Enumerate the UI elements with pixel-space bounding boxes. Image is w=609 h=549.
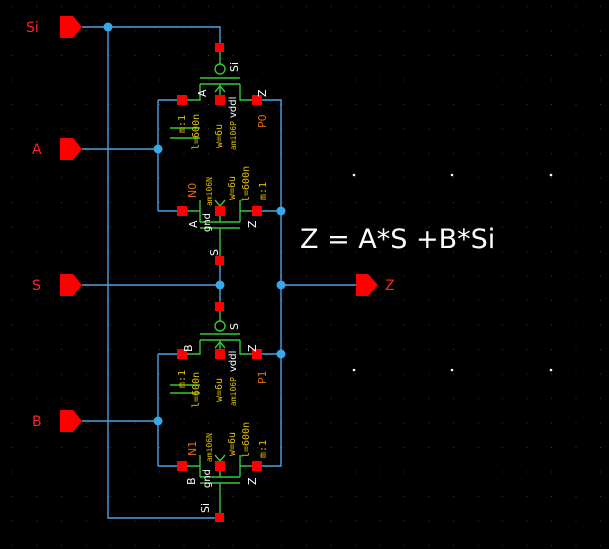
pin-n0-body <box>215 206 225 216</box>
n1-drain-label: Z <box>246 477 259 485</box>
pin-n0-drain <box>252 206 262 216</box>
nmos-n0[interactable]: A gnd Z S N0 ami06N w=6u l=600n m:1 <box>177 166 269 265</box>
p1-drain-label: Z <box>246 344 259 352</box>
p0-body-label: vddl <box>228 97 239 118</box>
pin-p1-source <box>177 349 187 359</box>
n0-l-param: l=600n <box>241 166 252 202</box>
wire-si-vertical[interactable] <box>107 27 220 519</box>
n1-w-param: w=6u <box>227 432 238 456</box>
port-b-label: B <box>32 414 42 430</box>
pin-n1-drain <box>252 461 262 471</box>
n1-l-param: l=600n <box>241 422 252 458</box>
p0-model-param: ami06P <box>229 121 238 150</box>
n0-instance-name: N0 <box>186 183 199 198</box>
port-z[interactable]: Z <box>356 274 395 296</box>
n0-m-param: m:1 <box>258 182 269 200</box>
n1-instance-name: N1 <box>186 441 199 456</box>
port-s-label: S <box>32 278 41 294</box>
n1-m-param: m:1 <box>258 440 269 458</box>
p1-model-param: ami06P <box>229 377 238 406</box>
pin-p1-body <box>215 349 225 359</box>
p0-drain-label: Z <box>256 89 269 97</box>
nmos-n1[interactable]: B gnd Z Si N1 ami06N w=6u l=600n m:1 <box>177 422 269 522</box>
port-b[interactable]: B <box>32 410 82 432</box>
p1-instance-name: P1 <box>256 370 269 384</box>
equation-label: Z = A*S +B*Si <box>300 224 495 255</box>
p0-gate-label: Si <box>228 62 241 72</box>
pin-n0-source <box>177 206 187 216</box>
n0-drain-label: Z <box>246 220 259 228</box>
port-si-label: Si <box>26 20 39 36</box>
p1-gate-label: S <box>228 323 241 330</box>
p0-l-param: l=600n <box>191 114 202 150</box>
pin-n1-gate <box>215 513 224 522</box>
n1-model-param: ami06N <box>205 433 214 462</box>
n0-gate-label: S <box>208 249 221 256</box>
wires <box>82 26 356 519</box>
n1-body-label: gnd <box>202 469 213 488</box>
p1-source-label: B <box>182 344 195 352</box>
pin-n0-gate <box>215 256 224 265</box>
pin-p0-drain <box>252 95 262 105</box>
n1-gate-label: Si <box>199 503 212 513</box>
p1-body-label: vddl <box>228 351 239 372</box>
transmission-gate-1[interactable]: S B vddl Z m:1 l=600n w=6u ami06P P1 B g… <box>170 302 269 522</box>
n1-source-label: B <box>185 477 198 485</box>
transmission-gate-0[interactable]: Si A vddl Z m:1 l=600n w=6u ami06P P0 A … <box>170 43 269 265</box>
p0-w-param: w=6u <box>214 124 225 148</box>
n0-w-param: w=6u <box>227 176 238 200</box>
port-a-label: A <box>32 142 42 158</box>
pin-p0-body <box>215 95 225 105</box>
pin-n1-source <box>177 461 187 471</box>
pin-p1-drain <box>252 349 262 359</box>
port-z-label: Z <box>385 278 395 294</box>
pin-p1-gate <box>215 302 224 311</box>
p1-m-param: m:1 <box>177 370 188 388</box>
p0-m-param: m:1 <box>177 115 188 133</box>
n0-source-label: A <box>187 220 200 228</box>
wire-si-top[interactable] <box>82 26 221 48</box>
junction-dots <box>103 22 286 426</box>
p0-instance-name: P0 <box>256 114 269 128</box>
pin-p0-gate <box>215 43 224 52</box>
grid-markers <box>352 173 553 372</box>
pmos-p1[interactable]: S B vddl Z m:1 l=600n w=6u ami06P P1 <box>170 302 269 408</box>
port-s[interactable]: S <box>32 274 82 296</box>
port-a[interactable]: A <box>32 138 82 160</box>
p1-l-param: l=600n <box>191 372 202 408</box>
port-si[interactable]: Si <box>26 16 82 38</box>
n0-body-label: gnd <box>202 213 213 232</box>
pmos-p0[interactable]: Si A vddl Z m:1 l=600n w=6u ami06P P0 <box>170 43 269 150</box>
pin-n1-body <box>215 461 225 471</box>
p0-source-label: A <box>196 89 209 97</box>
p1-w-param: w=6u <box>214 378 225 402</box>
pin-p0-source <box>177 95 187 105</box>
n0-model-param: ami06N <box>205 177 214 206</box>
